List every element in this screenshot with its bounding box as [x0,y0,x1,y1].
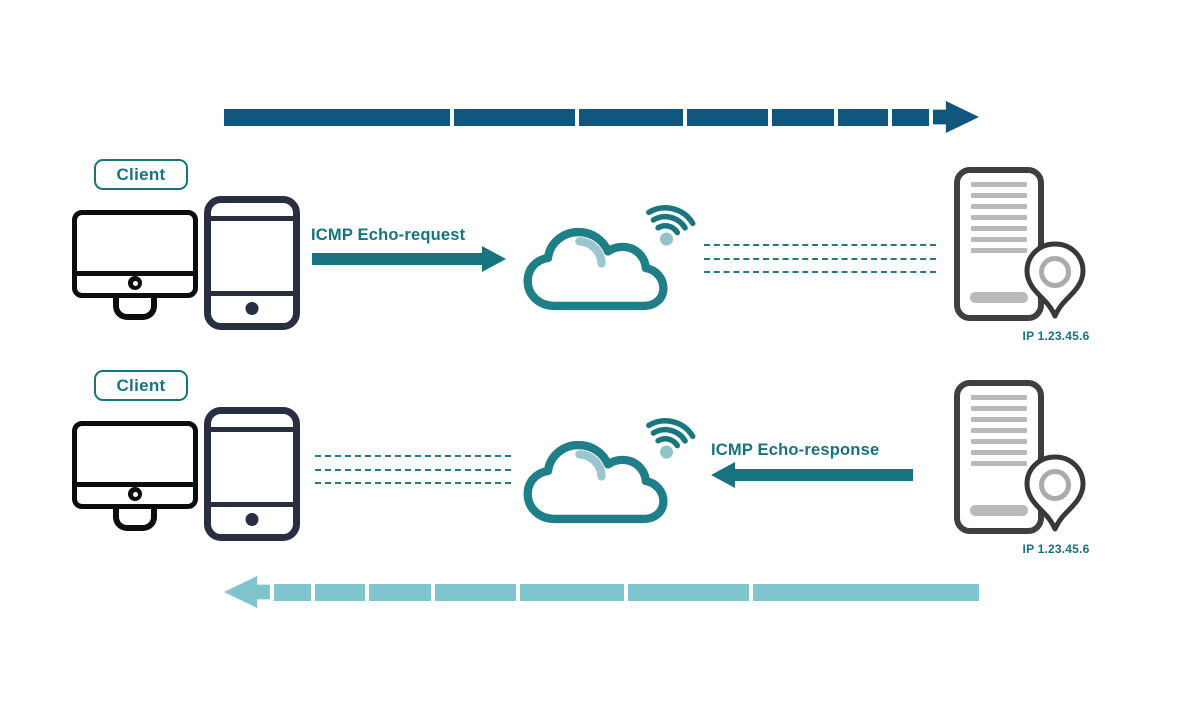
monitor-screen [72,421,198,509]
monitor-stand [113,506,157,531]
arrow-segment [687,108,768,126]
location-pin-icon [1024,241,1086,319]
arrow-segment [579,108,683,126]
smartphone-icon [204,407,300,541]
arrow-segment [315,583,365,601]
phone-home-button [245,513,259,526]
phone-top-bezel [211,216,293,221]
phone-home-button [245,302,259,315]
response-timeline-arrow [224,575,979,609]
monitor-bezel-line [77,271,193,276]
desktop-computer-icon [72,421,198,531]
phone-top-bezel [211,427,293,432]
monitor-screen [72,210,198,298]
monitor-button [128,276,142,290]
arrow-segment [224,108,450,126]
location-pin-icon [1024,454,1086,532]
arrowhead-left-icon [711,462,735,488]
response-label: ICMP Echo-response [711,441,880,459]
response-arrow [711,462,913,488]
arrow-segment [628,583,749,601]
client-badge-top: Client [94,159,188,190]
server-ip-label-top: IP 1.23.45.6 [1022,329,1090,343]
arrow-segment [369,583,431,601]
cloud-to-server-dashed-link [704,244,936,285]
arrow-segment [520,583,624,601]
arrow-segment [772,108,834,126]
server-icon [954,167,1044,321]
wifi-signal-icon [646,205,696,246]
monitor-bezel-line [77,482,193,487]
smartphone-icon [204,196,300,330]
arrow-segment [274,583,311,601]
client-to-cloud-dashed-link [315,455,511,496]
arrow-segment [753,583,979,601]
server-icon [954,380,1044,534]
client-badge-label: Client [116,164,166,184]
arrow-segment [838,108,888,126]
cloud-icon [523,227,668,311]
arrow-segment [435,583,516,601]
wifi-signal-icon [646,418,696,459]
cloud-icon [523,440,668,524]
arrow-segment [892,108,929,126]
client-badge-label: Client [116,375,166,395]
desktop-computer-icon [72,210,198,320]
server-ip-label-bottom: IP 1.23.45.6 [1022,542,1090,556]
arrowhead-right-icon [933,101,979,133]
monitor-button [128,487,142,501]
request-timeline-arrow [224,100,979,134]
monitor-stand [113,295,157,320]
client-badge-bottom: Client [94,370,188,401]
phone-bottom-bezel [211,502,293,507]
phone-bottom-bezel [211,291,293,296]
arrowhead-left-icon [224,576,270,608]
request-arrow [312,246,506,272]
request-label: ICMP Echo-request [311,226,466,244]
arrow-segment [454,108,575,126]
arrowhead-right-icon [482,246,506,272]
